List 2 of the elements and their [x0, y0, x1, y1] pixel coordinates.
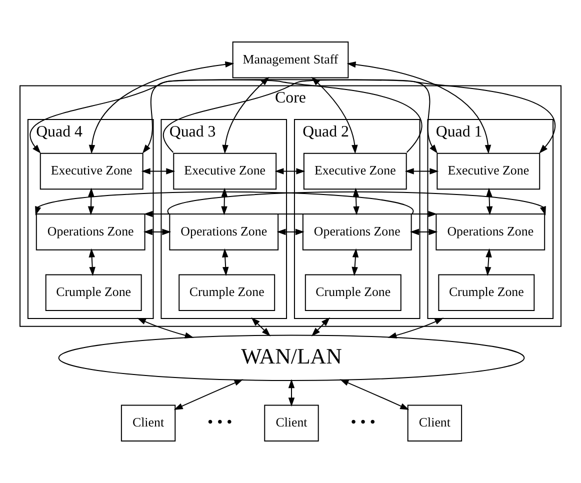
label: • • • [208, 414, 232, 431]
label: • • • [350, 414, 376, 431]
